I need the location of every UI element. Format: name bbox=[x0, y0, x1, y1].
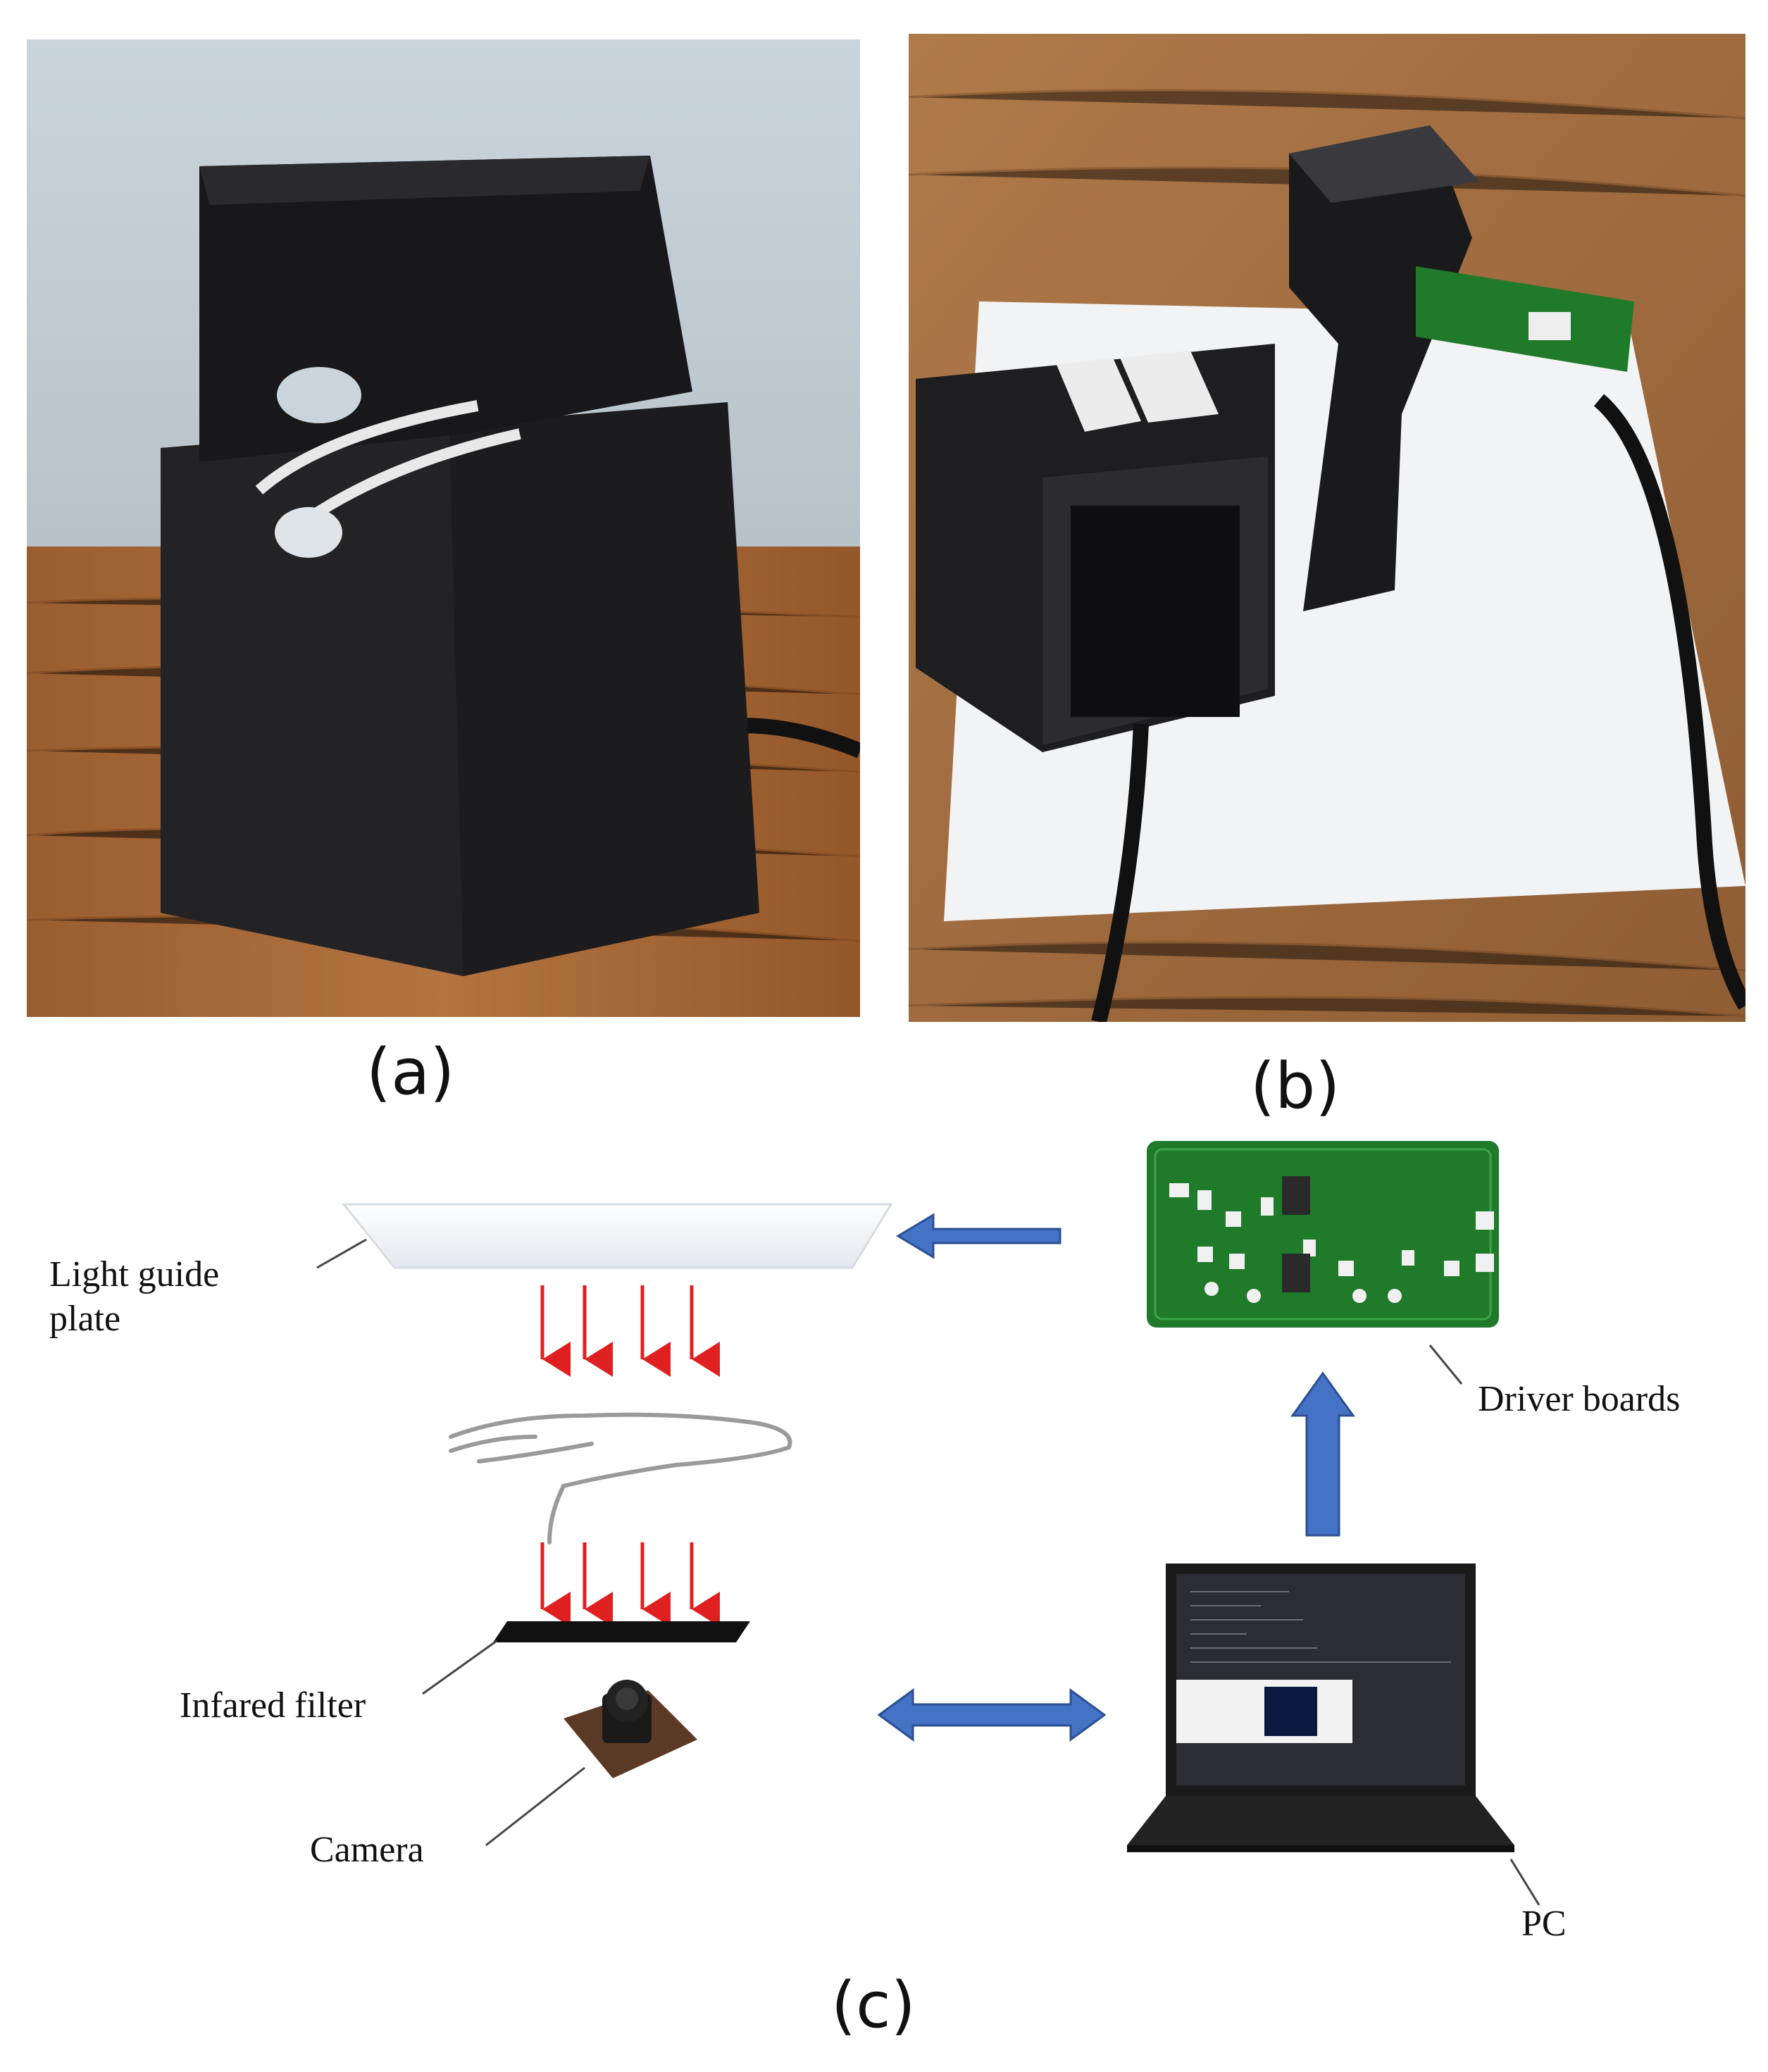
photo-opened-device bbox=[909, 34, 1745, 1022]
label-camera: Camera bbox=[310, 1830, 424, 1870]
light-rays-top bbox=[540, 1285, 720, 1377]
camera-module bbox=[564, 1680, 697, 1778]
light-guide-leader bbox=[316, 1238, 367, 1269]
arrow-pcb-to-plate bbox=[896, 1213, 1062, 1259]
label-light-guide-plate: Light guide plate bbox=[49, 1254, 220, 1340]
panel-label-c: (c) bbox=[831, 1968, 916, 2042]
driver-boards-leader bbox=[1428, 1344, 1463, 1385]
panel-label-a: (a) bbox=[366, 1035, 455, 1109]
panel-label-b: (b) bbox=[1250, 1049, 1340, 1123]
light-guide-plate bbox=[341, 1203, 893, 1269]
system-diagram bbox=[316, 1141, 1540, 1906]
label-pc: PC bbox=[1521, 1904, 1567, 1944]
label-infrared-filter: Infared filter bbox=[180, 1685, 366, 1725]
label-driver-boards: Driver boards bbox=[1478, 1379, 1681, 1419]
arrow-camera-pc bbox=[877, 1688, 1107, 1742]
infrared-filter-leader bbox=[422, 1640, 497, 1695]
camera-leader bbox=[485, 1766, 585, 1847]
pc-leader bbox=[1509, 1859, 1540, 1906]
finger-sketch bbox=[449, 1412, 792, 1544]
light-rays-bottom bbox=[540, 1542, 720, 1627]
driver-board-pcb bbox=[1147, 1141, 1499, 1328]
arrow-pc-to-pcb bbox=[1290, 1371, 1355, 1537]
infrared-filter bbox=[493, 1621, 750, 1642]
photo-assembled-device bbox=[27, 39, 860, 1017]
laptop-pc bbox=[1127, 1564, 1514, 1852]
